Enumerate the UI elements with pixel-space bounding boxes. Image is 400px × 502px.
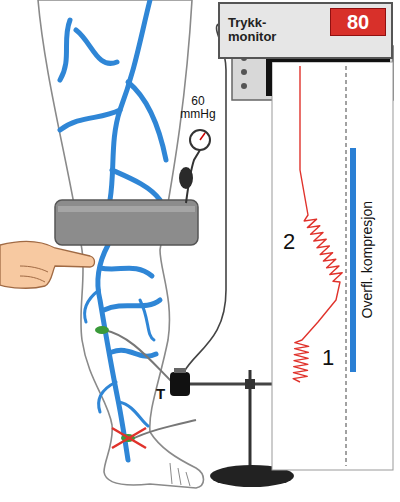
recorder-knobs (241, 83, 247, 89)
vein (140, 300, 154, 340)
recorder-knobs (241, 69, 247, 75)
inflation-bulb (179, 167, 193, 189)
vein (76, 30, 117, 63)
pressure-trace (293, 66, 342, 382)
vein (85, 290, 99, 322)
pressure-gauge (190, 130, 210, 150)
vein (85, 290, 154, 426)
recorder-knobs (241, 55, 247, 89)
vein (99, 382, 116, 412)
gauge-needle (200, 133, 205, 140)
toe-lines (170, 463, 172, 484)
vein (112, 350, 156, 356)
cross-mark (112, 428, 146, 448)
monitor-cable (184, 24, 226, 372)
catheter-line (104, 330, 172, 382)
callout-number: 2 (283, 230, 295, 254)
paper-roller (266, 56, 390, 96)
transducer (170, 372, 190, 396)
pressure-cuff (55, 200, 198, 245)
vein (119, 402, 148, 426)
cross-mark (112, 428, 146, 448)
vein (100, 268, 152, 276)
baseline-dashed (346, 66, 347, 466)
compression-bar (350, 148, 356, 372)
catheter-line (130, 420, 196, 440)
monitor-box: Trykk-monitor 80 (218, 2, 393, 59)
vein (60, 110, 120, 130)
finger-lines (20, 266, 48, 282)
transducer-cap (174, 368, 186, 373)
device-title: Trykk-monitor (228, 16, 308, 45)
vein (104, 300, 160, 310)
toe-lines (178, 468, 181, 485)
vein (112, 170, 160, 200)
cross-mark (112, 428, 146, 448)
cuff-band (58, 206, 195, 212)
vein (60, 20, 70, 80)
needle-site (95, 326, 109, 334)
monitor-display: 80 (330, 8, 386, 36)
finger-lines (20, 266, 48, 272)
pointing-hand (0, 242, 95, 289)
callout-number: 1 (322, 346, 334, 370)
toe-lines (186, 472, 190, 486)
compression-note: Overfl. kompresjon (360, 201, 375, 318)
display-value: 80 (347, 11, 369, 33)
leg-outline (38, 0, 204, 488)
vein (128, 82, 166, 160)
finger-lines (20, 276, 45, 282)
toe-lines (170, 463, 190, 486)
paper-strip (272, 62, 393, 470)
stand-pole (249, 370, 252, 474)
transducer-label: T (156, 386, 165, 403)
pressure-value: 60 mmHg (174, 95, 222, 121)
